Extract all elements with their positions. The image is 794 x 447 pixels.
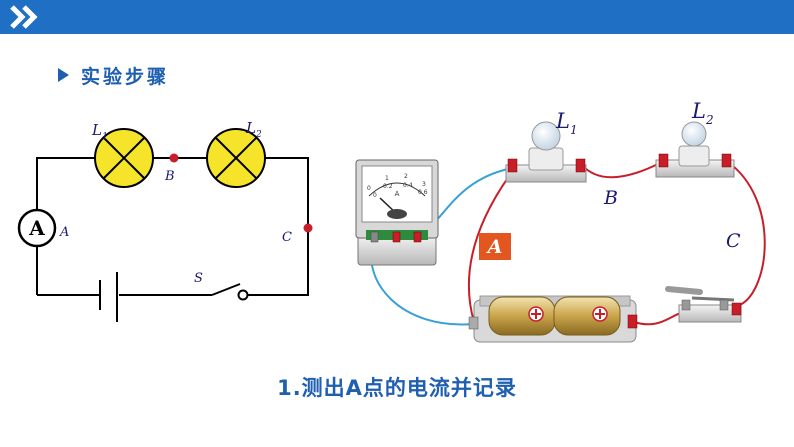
circuit-schematic: L1 L2 B C A A S bbox=[17, 119, 313, 322]
scale-bottom-2: 0.4 bbox=[403, 182, 413, 189]
svg-text:A: A bbox=[486, 236, 503, 258]
apparatus-ammeter: 0 1 2 3 0 0.2 0.4 0.6 A bbox=[355, 159, 439, 266]
apparatus-point-b-label: B bbox=[603, 187, 618, 209]
schematic-lamp-l1-label: L1 bbox=[91, 121, 108, 142]
bullet-arrow-icon bbox=[58, 68, 69, 82]
schematic-lamp-l2-label: L2 bbox=[245, 119, 262, 140]
section-heading: 实验步骤 bbox=[58, 62, 169, 88]
scale-top-0: 0 bbox=[367, 185, 371, 192]
apparatus-lamp-l1-label: L1 bbox=[555, 109, 578, 137]
apparatus-lamp-l2-label: L2 bbox=[691, 99, 714, 127]
caption: 1.测出A点的电流并记录 bbox=[277, 376, 517, 400]
apparatus-point-c-label: C bbox=[726, 230, 741, 252]
scale-top-1: 1 bbox=[385, 175, 389, 182]
schematic-point-c bbox=[303, 223, 313, 233]
scale-bottom-1: 0.2 bbox=[383, 183, 393, 190]
plus-icon bbox=[528, 306, 544, 322]
schematic-switch-label: S bbox=[194, 271, 203, 286]
apparatus-battery-pack bbox=[468, 295, 638, 343]
schematic-point-b bbox=[169, 153, 179, 163]
schematic-point-c-label: C bbox=[282, 230, 292, 245]
scale-top-2: 2 bbox=[404, 173, 408, 180]
apparatus-switch bbox=[665, 286, 742, 323]
schematic-lamp-l1 bbox=[94, 128, 154, 188]
schematic-point-a-label: A bbox=[59, 225, 69, 240]
schematic-lamp-l2 bbox=[206, 128, 266, 188]
schematic-point-b-label: B bbox=[164, 169, 175, 184]
schematic-switch bbox=[211, 283, 249, 301]
scale-bottom-3: 0.6 bbox=[418, 189, 428, 196]
plus-icon bbox=[592, 306, 608, 322]
schematic-ammeter: A bbox=[17, 208, 57, 248]
scale-bottom-0: 0 bbox=[373, 192, 377, 199]
apparatus-lamp-l2 bbox=[655, 121, 735, 178]
apparatus-lamp-l1 bbox=[505, 121, 587, 183]
scale-top-3: 3 bbox=[422, 181, 426, 188]
header-bar bbox=[0, 0, 794, 34]
ammeter-face-letter: A bbox=[395, 190, 400, 198]
section-title: 实验步骤 bbox=[81, 65, 170, 88]
ammeter-symbol: A bbox=[28, 216, 45, 240]
schematic-battery bbox=[99, 272, 118, 322]
double-chevron-right-icon bbox=[10, 5, 38, 29]
apparatus-point-a-badge: A bbox=[479, 233, 511, 260]
